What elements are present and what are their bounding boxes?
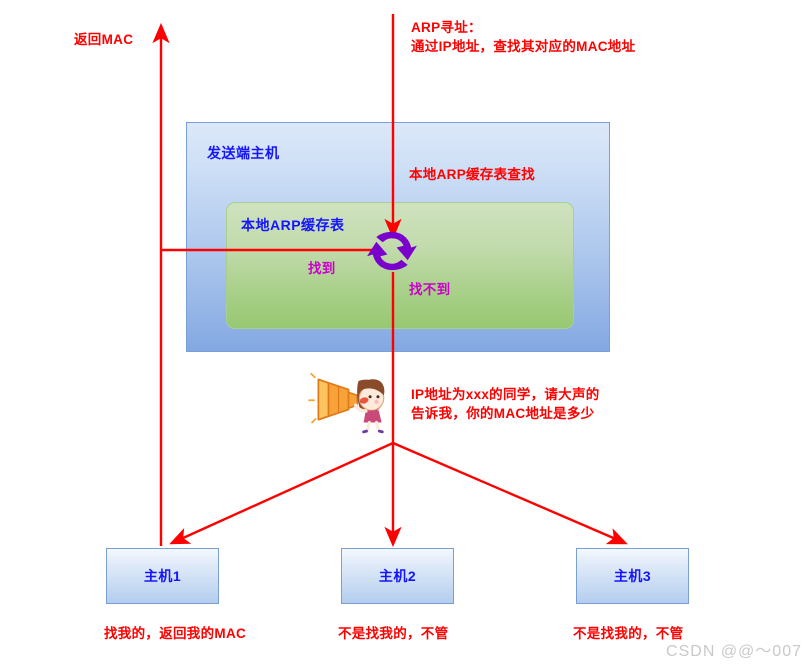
arrow-broadcast-right <box>392 441 628 545</box>
arp-cache-table-label: 本地ARP缓存表 <box>241 217 345 233</box>
broadcast-request-note: IP地址为xxx的同学，请大声的 告诉我，你的MAC地址是多少 <box>411 387 600 421</box>
arp-addressing-note: ARP寻址： 通过IP地址，查找其对应的MAC地址 <box>411 20 636 54</box>
watermark: CSDN @@～007 <box>666 643 802 660</box>
return-mac-note: 返回MAC <box>74 32 134 47</box>
arrow-broadcast-left <box>169 441 394 545</box>
not-found-branch-label: 找不到 <box>409 282 451 297</box>
host-node-2-caption: 不是找我的，不管 <box>338 626 449 641</box>
sender-host-label: 发送端主机 <box>207 145 280 161</box>
host-node-1-caption: 找我的，返回我的MAC <box>104 626 247 641</box>
recycle-icon <box>367 231 417 271</box>
host-node-3: 主机3 <box>576 548 689 604</box>
host-node-1: 主机1 <box>106 548 219 604</box>
local-cache-lookup-note: 本地ARP缓存表查找 <box>409 167 536 182</box>
megaphone-girl-icon <box>308 372 385 434</box>
host-node-3-label: 主机3 <box>613 568 652 584</box>
host-node-2-label: 主机2 <box>378 568 417 584</box>
host-node-3-caption: 不是找我的，不管 <box>573 626 684 641</box>
host-node-1-label: 主机1 <box>143 568 182 584</box>
found-branch-label: 找到 <box>308 261 336 276</box>
host-node-2: 主机2 <box>341 548 454 604</box>
